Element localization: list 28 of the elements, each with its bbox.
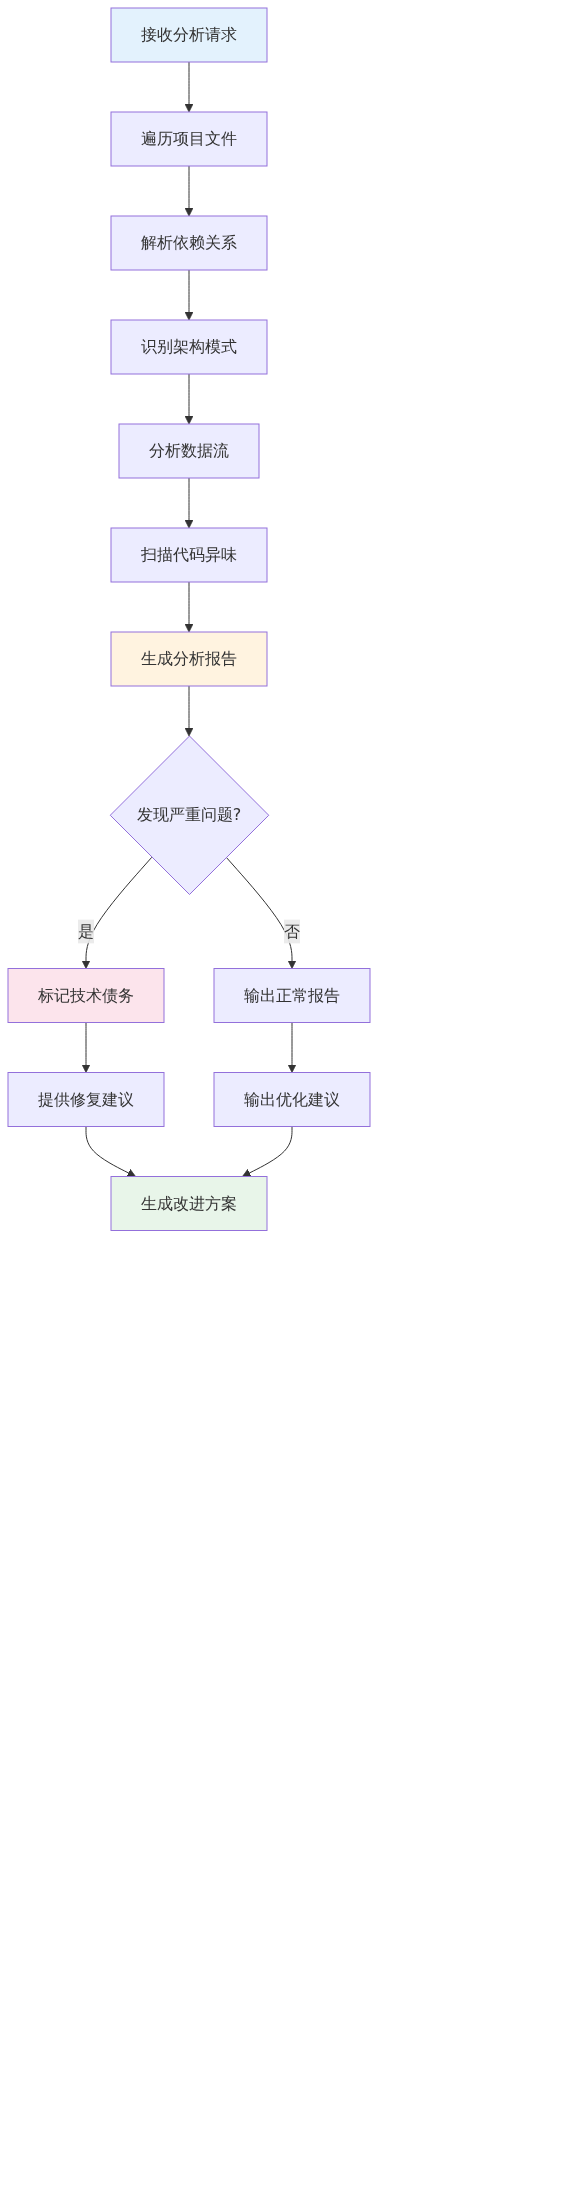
arrow xyxy=(242,1126,293,1177)
node-box: 分析数据流 xyxy=(118,423,260,479)
node-box: 生成改进方案 xyxy=(110,1176,268,1231)
edge-label: 是 xyxy=(78,921,94,941)
arrow xyxy=(184,373,194,425)
arrow xyxy=(81,1022,91,1073)
arrow xyxy=(85,1126,136,1177)
node-box: 生成分析报告 xyxy=(110,631,268,687)
arrow xyxy=(184,61,194,113)
arrow xyxy=(184,269,194,321)
node-box: 标记技术债务 xyxy=(7,968,165,1023)
node-box: 扫描代码异味 xyxy=(110,527,268,583)
arrow xyxy=(184,685,194,737)
node-box: 遍历项目文件 xyxy=(110,111,268,167)
node-box: 接收分析请求 xyxy=(110,7,268,63)
arrow xyxy=(184,581,194,633)
arrow xyxy=(184,165,194,217)
node-box: 解析依赖关系 xyxy=(110,215,268,271)
arrow xyxy=(184,477,194,529)
arrow xyxy=(225,856,297,969)
node-box: 识别架构模式 xyxy=(110,319,268,375)
node-diamond: 发现严重问题? xyxy=(109,735,270,895)
arrow xyxy=(81,856,153,969)
edge-label: 否 xyxy=(284,921,300,941)
node-box: 提供修复建议 xyxy=(7,1072,165,1127)
node-box: 输出正常报告 xyxy=(213,968,371,1023)
node-box: 输出优化建议 xyxy=(213,1072,371,1127)
arrow xyxy=(287,1022,297,1073)
